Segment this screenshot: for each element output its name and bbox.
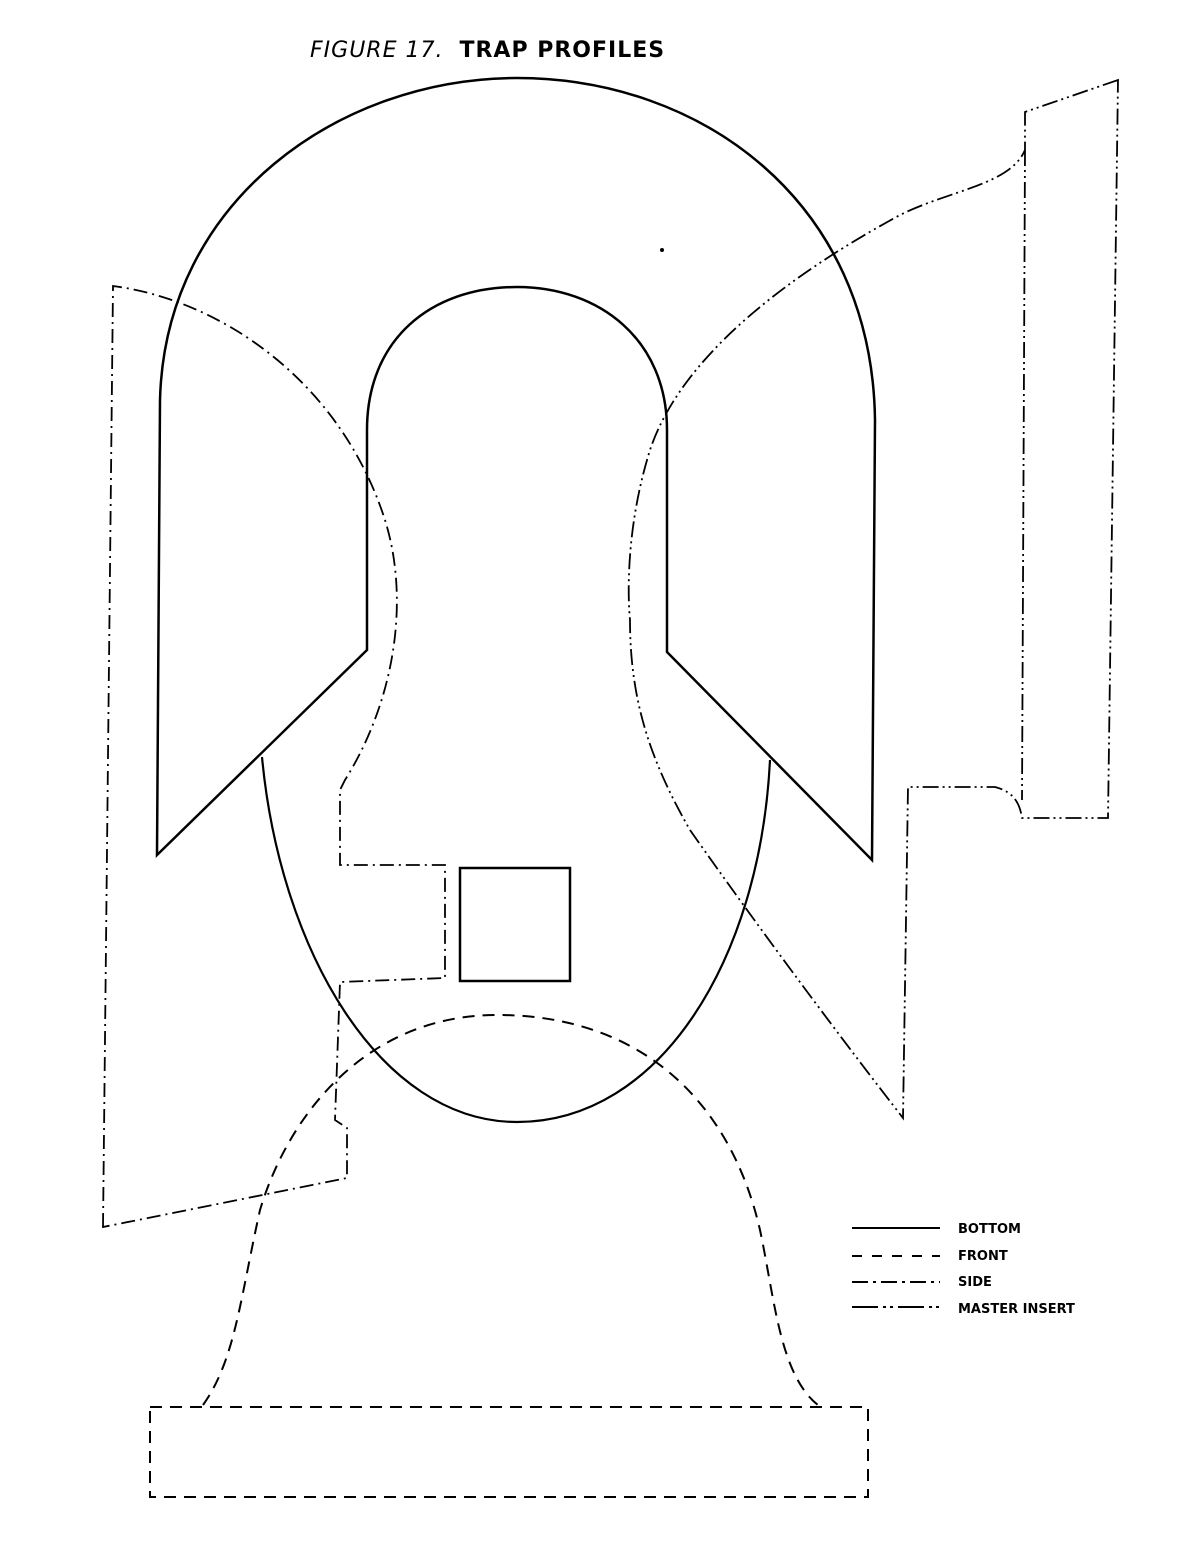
bottom-profile-square [458,866,572,983]
side-profile [102,284,446,1229]
legend-label-side: SIDE [958,1275,992,1290]
stray-dot [660,248,664,252]
bottom-profile-lower [260,756,772,1124]
bottom-profile-outer [155,76,877,864]
legend-label-front: FRONT [958,1249,1008,1264]
figure-number: FIGURE 17. [310,38,444,63]
figure-caption: TRAP PROFILES [459,38,666,63]
figure-title: FIGURE 17. TRAP PROFILES [310,38,665,63]
front-profile-base [149,1406,869,1498]
legend-label-bottom: BOTTOM [958,1222,1021,1237]
front-profile-arch [202,1013,823,1409]
master-insert-profile [627,78,1119,1121]
legend-label-master-insert: MASTER INSERT [958,1302,1075,1317]
